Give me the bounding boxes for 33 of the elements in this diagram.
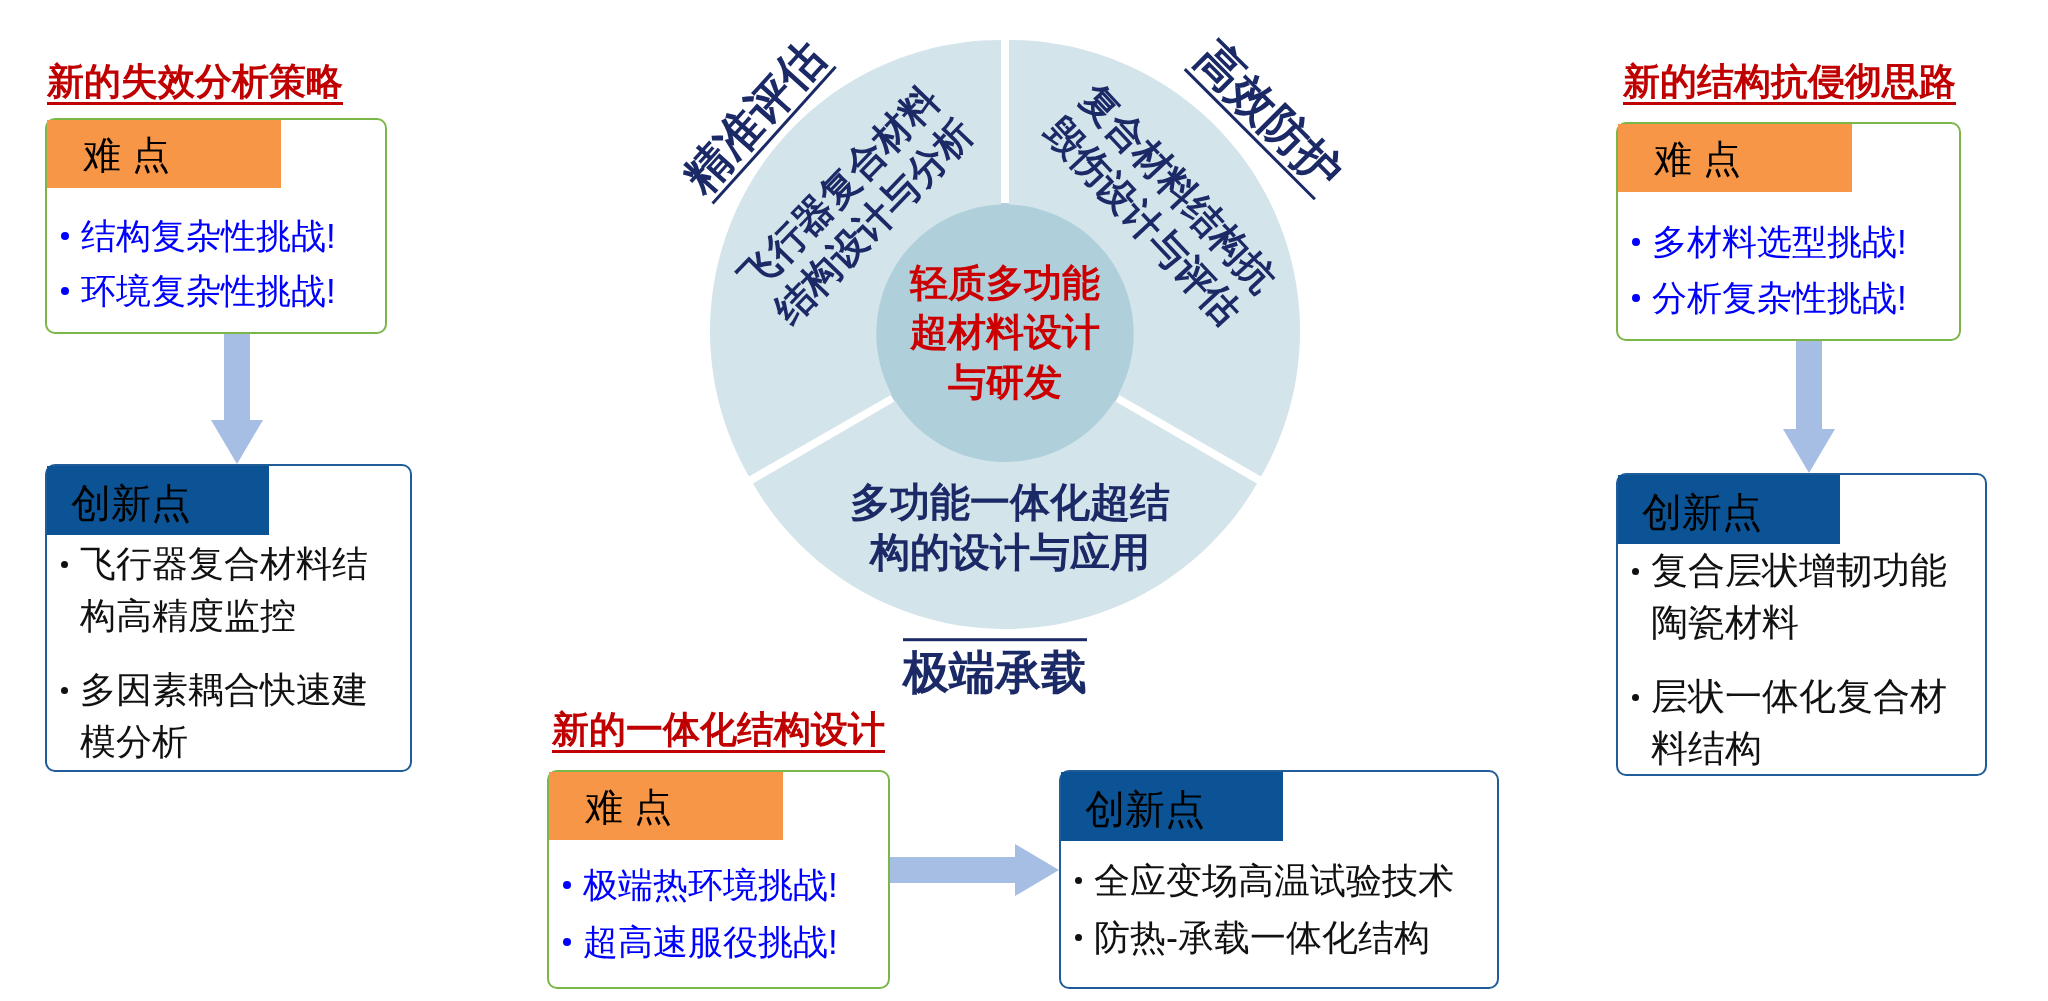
bullet-text: 分析复杂性挑战! (1652, 277, 1908, 319)
bullet-text: 结构复杂性挑战! (81, 215, 337, 257)
section-title: 新的结构抗侵彻思路 (1623, 62, 1956, 105)
theme-label: 极端承载 (903, 638, 1087, 698)
header-tab: 难 点 (1618, 124, 1852, 192)
bullet-text: 超高速服役挑战! (583, 921, 839, 963)
section-title: 新的一体化结构设计 (552, 710, 885, 753)
bullet-text: 层状一体化复合材料结构 (1651, 675, 1948, 771)
bullet-text: 复合层状增韧功能陶瓷材料 (1651, 549, 1948, 645)
header-tab: 创新点 (47, 466, 269, 535)
sector-text: 多功能一体化超结构的设计与应用 (849, 479, 1171, 576)
innovation-box (1059, 770, 1499, 989)
center-text: 轻质多功能超材料设计与研发 (908, 260, 1101, 405)
bullet-text: 防热-承载一体化结构 (1094, 916, 1431, 960)
difficulty-box (1616, 122, 1961, 341)
bullet-text: 多因素耦合快速建模分析 (80, 668, 369, 764)
difficulty-box (547, 770, 890, 989)
section-title: 新的失效分析策略 (47, 62, 343, 105)
bullet-text: 极端热环境挑战! (583, 864, 839, 906)
bullet-text: 多材料选型挑战! (1652, 221, 1908, 263)
block-arrow (211, 334, 263, 464)
header-tab: 创新点 (1061, 772, 1283, 841)
innovation-box (1616, 473, 1987, 776)
block-arrow (890, 844, 1059, 896)
block-arrow (1783, 341, 1835, 473)
header-tab: 难 点 (549, 772, 783, 840)
header-tab: 难 点 (47, 120, 281, 188)
bullet-text: 飞行器复合材料结构高精度监控 (80, 542, 369, 638)
bullet-text: 环境复杂性挑战! (81, 270, 337, 312)
innovation-box (45, 464, 412, 772)
bullet-text: 全应变场高温试验技术 (1094, 859, 1455, 903)
header-tab: 创新点 (1618, 475, 1840, 544)
difficulty-box (45, 118, 387, 334)
